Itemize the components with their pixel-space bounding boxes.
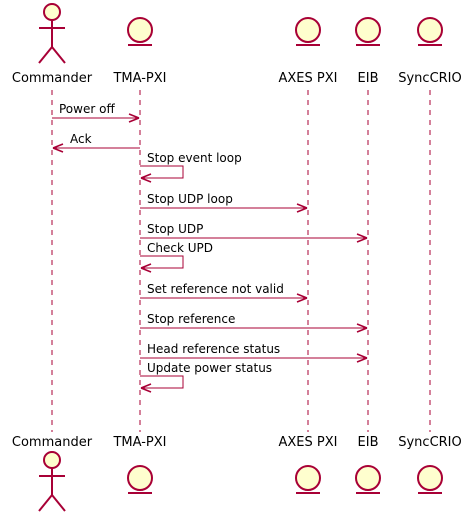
participant-label-axes: AXES PXI xyxy=(279,435,338,450)
entity-icon xyxy=(417,17,443,46)
message: Power off xyxy=(52,102,140,123)
actor-icon xyxy=(38,3,66,64)
participant-label-eib: EIB xyxy=(358,435,379,450)
message-label: Stop reference xyxy=(147,312,235,326)
lifelines xyxy=(51,90,431,432)
entity-icon xyxy=(295,17,321,46)
message: Stop UDP loop xyxy=(140,192,308,213)
participant-label-synccrio: SyncCRIO xyxy=(398,71,462,86)
participant-label-eib: EIB xyxy=(358,71,379,86)
participant-label-tma: TMA-PXI xyxy=(112,435,166,450)
message-label: Head reference status xyxy=(147,342,280,356)
message: Stop event loop xyxy=(140,151,242,183)
participant-label-synccrio: SyncCRIO xyxy=(398,435,462,450)
entity-icon xyxy=(127,465,153,494)
entity-icon xyxy=(295,465,321,494)
participants-top: Commander TMA-PXI AXES PXI EIB SyncCRIO xyxy=(12,3,462,86)
entity-icon xyxy=(355,17,381,46)
message: Ack xyxy=(52,132,140,153)
message: Head reference status xyxy=(140,342,368,363)
entity-icon xyxy=(127,17,153,46)
participant-label-commander: Commander xyxy=(12,435,93,450)
entity-icon xyxy=(417,465,443,494)
message: Stop UDP xyxy=(140,222,368,243)
message-label: Power off xyxy=(59,102,115,116)
message-label: Ack xyxy=(70,132,92,146)
message: Update power status xyxy=(140,361,272,393)
message-label: Check UPD xyxy=(147,241,213,255)
message-label: Stop event loop xyxy=(147,151,242,165)
participants-bottom: Commander TMA-PXI AXES PXI EIB SyncCRIO xyxy=(12,435,462,512)
message-label: Set reference not valid xyxy=(147,282,284,296)
message-label: Stop UDP xyxy=(147,222,203,236)
participant-label-commander: Commander xyxy=(12,71,93,86)
participant-label-axes: AXES PXI xyxy=(279,71,338,86)
message-label: Update power status xyxy=(147,361,272,375)
message-label: Stop UDP loop xyxy=(147,192,233,206)
actor-icon xyxy=(38,451,66,512)
entity-icon xyxy=(355,465,381,494)
message: Stop reference xyxy=(140,312,368,333)
message: Set reference not valid xyxy=(140,282,308,303)
message: Check UPD xyxy=(140,241,213,273)
participant-label-tma: TMA-PXI xyxy=(112,71,166,86)
